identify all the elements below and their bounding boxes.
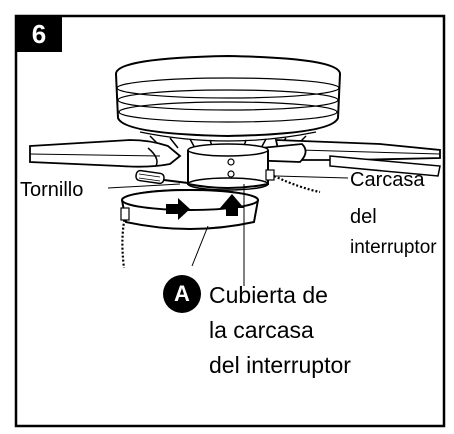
cover-label-line3: del interruptor bbox=[209, 352, 351, 378]
switch-housing-label-line1: Carcasa bbox=[350, 169, 425, 191]
slide-direction-arrows bbox=[166, 194, 244, 220]
screw-label: Tornillo bbox=[20, 179, 84, 201]
cover-label-line1: Cubierta de bbox=[209, 282, 328, 308]
switch-housing-label-line3: interruptor bbox=[350, 237, 437, 258]
cover-label-line2: la carcasa bbox=[209, 317, 314, 343]
switch-housing-label-line2: del bbox=[350, 206, 377, 228]
housing-leader-line bbox=[275, 175, 349, 179]
switch-housing bbox=[187, 143, 321, 194]
fan-motor bbox=[115, 54, 341, 153]
callout-a-badge: A bbox=[163, 275, 201, 313]
screwdriver bbox=[135, 169, 189, 185]
frame-border bbox=[14, 14, 446, 428]
screw-leader-line bbox=[107, 183, 181, 189]
callout-leader-line bbox=[191, 225, 209, 267]
step-number-badge: 6 bbox=[16, 16, 62, 52]
